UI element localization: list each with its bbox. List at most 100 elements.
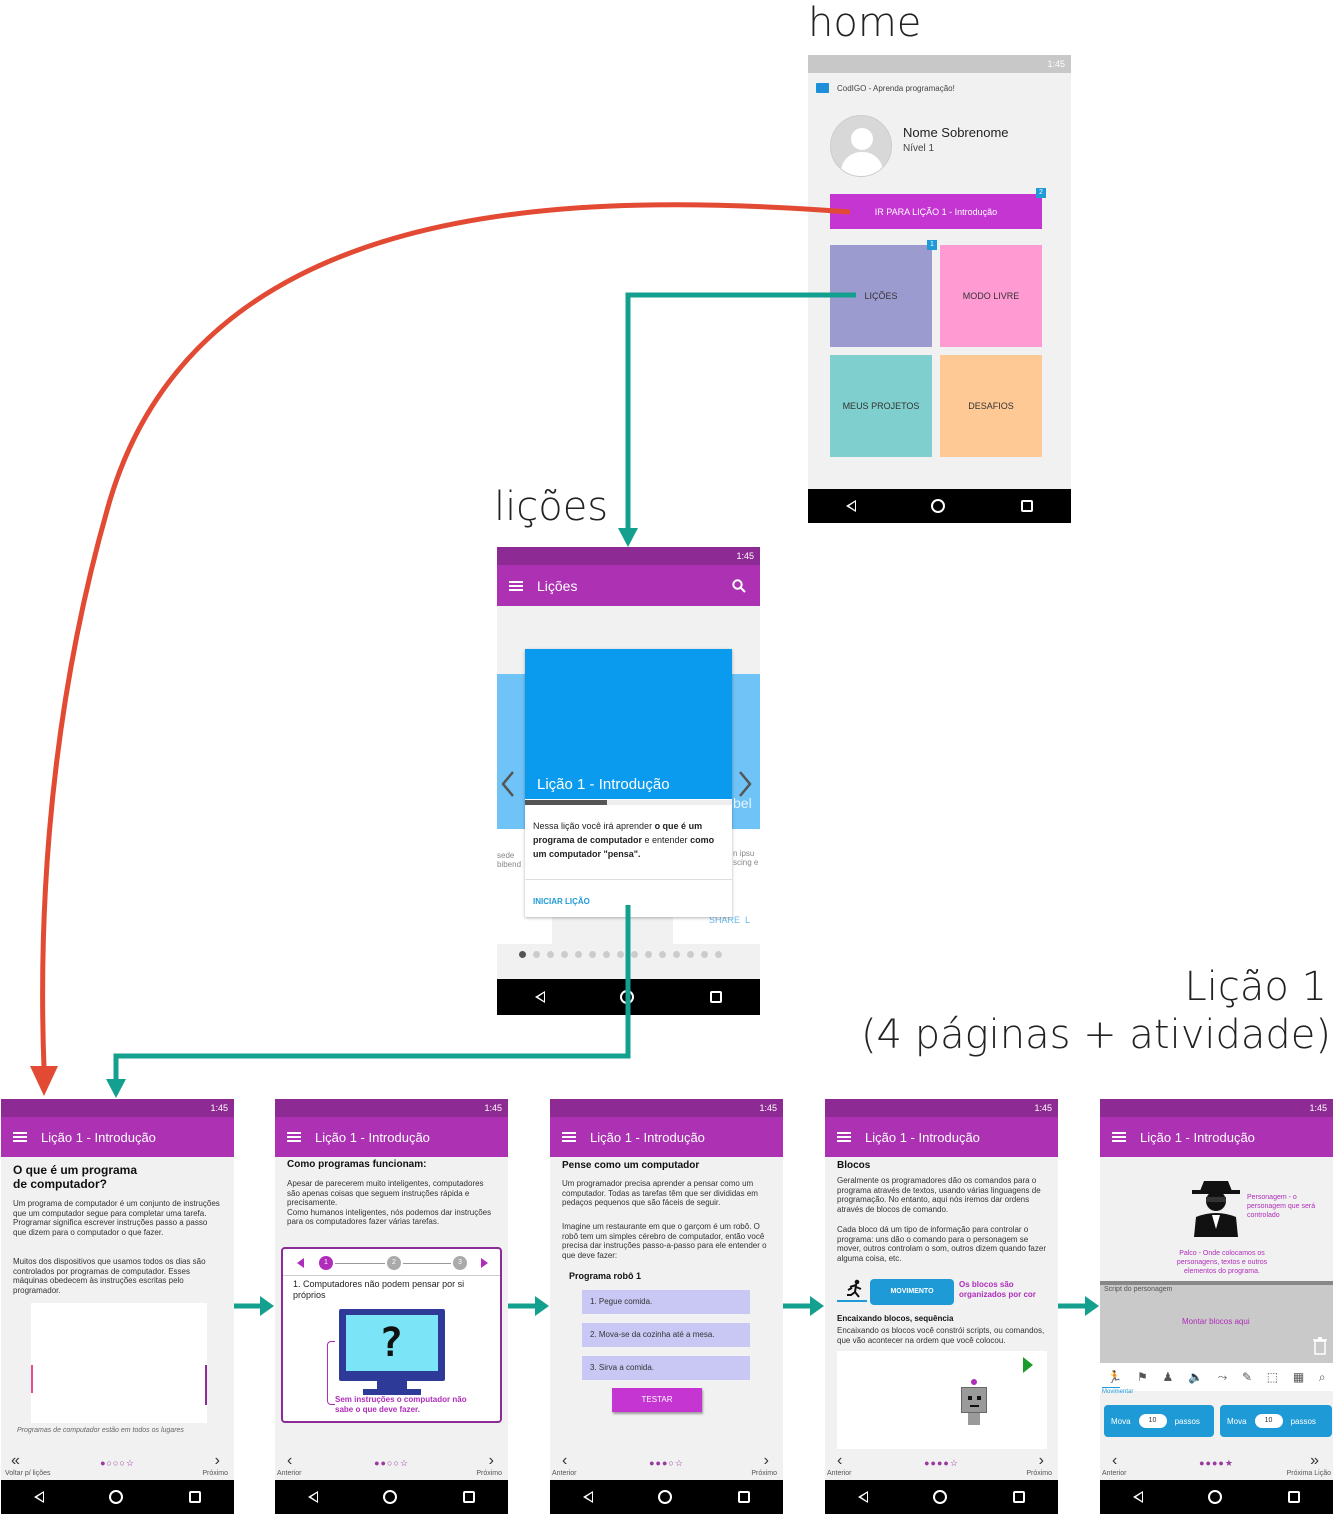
back-icon[interactable] <box>33 1491 44 1503</box>
chevron-left-icon[interactable]: ‹ <box>837 1452 843 1469</box>
double-chevron-right-icon[interactable]: » <box>1310 1452 1319 1469</box>
recents-icon[interactable] <box>189 1491 202 1503</box>
back-icon[interactable] <box>857 1491 868 1503</box>
carousel-dots[interactable] <box>519 951 722 958</box>
branch-category-icon[interactable]: ⤳ <box>1217 1369 1228 1384</box>
recents-icon[interactable] <box>738 1491 751 1503</box>
recents-icon[interactable] <box>463 1491 476 1503</box>
previous-link[interactable]: Anterior <box>1102 1470 1127 1477</box>
chevron-left-icon[interactable]: ‹ <box>287 1452 293 1469</box>
program-step-3[interactable]: 3. Sirva a comida. <box>582 1356 750 1380</box>
menu-icon[interactable] <box>837 1132 851 1142</box>
person-category-icon[interactable]: ♟ <box>1162 1370 1174 1384</box>
step-1[interactable]: 1 <box>319 1256 333 1270</box>
teal-arrowhead-1 <box>618 528 638 547</box>
next-link[interactable]: Próximo <box>751 1470 777 1477</box>
program-step-1[interactable]: 1. Pegue comida. <box>582 1290 750 1314</box>
search-icon[interactable] <box>732 578 746 593</box>
back-to-lessons-link[interactable]: Voltar p/ lições <box>5 1470 51 1477</box>
home-icon[interactable] <box>1208 1490 1223 1504</box>
recents-icon[interactable] <box>710 991 723 1003</box>
chevron-right-icon[interactable]: › <box>1038 1452 1044 1469</box>
movement-category-icon[interactable]: 🏃 <box>1107 1370 1123 1384</box>
previous-link[interactable]: Anterior <box>277 1470 302 1477</box>
avatar-body <box>841 152 883 176</box>
teal-flow-arrow-1 <box>625 292 856 530</box>
previous-link[interactable]: Anterior <box>827 1470 852 1477</box>
heading-licao1: Lição 1 <box>1184 964 1327 1010</box>
pen-category-icon[interactable]: ✎ <box>1242 1370 1253 1384</box>
home-icon[interactable] <box>931 499 946 513</box>
menu-icon[interactable] <box>287 1132 301 1142</box>
next-link[interactable]: Próximo <box>476 1470 502 1477</box>
recents-icon[interactable] <box>1288 1491 1301 1503</box>
search-category-icon[interactable]: ⌕ <box>1318 1369 1326 1384</box>
move-block-1[interactable]: Mova 10 passos <box>1104 1405 1214 1437</box>
home-icon[interactable] <box>658 1490 673 1504</box>
menu-icon[interactable] <box>1112 1132 1126 1142</box>
status-bar: 1:45 <box>808 55 1071 73</box>
stepper-prev-icon[interactable] <box>297 1258 304 1268</box>
menu-icon[interactable] <box>13 1132 27 1142</box>
sound-category-icon[interactable]: 🔈 <box>1188 1370 1203 1384</box>
carousel-next-icon[interactable] <box>737 769 753 799</box>
back-icon[interactable] <box>534 991 545 1003</box>
page-dots: ●●●●★ <box>1199 1458 1234 1468</box>
back-icon[interactable] <box>582 1491 593 1503</box>
tile-desafios[interactable]: DESAFIOS <box>940 355 1042 457</box>
teal-arrowhead-2 <box>106 1079 126 1098</box>
stepper-next-icon[interactable] <box>481 1258 488 1268</box>
go-to-lesson-button[interactable]: IR PARA LIÇÃO 1 - Introdução <box>830 194 1042 229</box>
step-2[interactable]: 2 <box>387 1256 401 1270</box>
tile-modo-livre[interactable]: MODO LIVRE <box>940 245 1042 347</box>
back-icon[interactable] <box>1132 1491 1143 1503</box>
menu-icon[interactable] <box>509 580 523 591</box>
next-link[interactable]: Próximo <box>202 1470 228 1477</box>
recents-icon[interactable] <box>1021 500 1034 512</box>
program-step-2[interactable]: 2. Mova-se da cozinha até a mesa. <box>582 1323 750 1347</box>
spy-character-icon[interactable] <box>1188 1177 1244 1237</box>
avatar[interactable] <box>830 115 892 177</box>
android-navbar <box>825 1480 1058 1514</box>
back-icon[interactable] <box>307 1491 318 1503</box>
flag-category-icon[interactable]: ⚑ <box>1137 1370 1148 1384</box>
chevron-right-icon[interactable]: › <box>214 1452 220 1469</box>
move-block-2[interactable]: Mova 10 passos <box>1220 1405 1332 1437</box>
share-link[interactable]: SHARE L <box>709 915 751 925</box>
section-title: Encaixando blocos, sequência <box>837 1314 954 1323</box>
prev-card-peek[interactable] <box>497 674 527 829</box>
next-card-peek[interactable] <box>730 674 760 829</box>
box-category-icon[interactable]: ⬚ <box>1266 1370 1279 1384</box>
home-icon[interactable] <box>109 1490 124 1504</box>
movement-block[interactable]: MOVIMENTO <box>870 1279 954 1305</box>
carousel-prev-icon[interactable] <box>500 769 516 799</box>
chevron-right-icon[interactable]: › <box>488 1452 494 1469</box>
menu-icon[interactable] <box>562 1132 576 1142</box>
user-level: Nível 1 <box>903 143 935 154</box>
previous-link[interactable]: Anterior <box>552 1470 577 1477</box>
trash-icon[interactable] <box>1313 1337 1327 1355</box>
tile-meus-projetos[interactable]: MEUS PROJETOS <box>830 355 932 457</box>
test-button[interactable]: TESTAR <box>612 1388 702 1412</box>
steps-input[interactable]: 10 <box>1254 1414 1283 1428</box>
grid-category-icon[interactable]: ▦ <box>1292 1370 1305 1384</box>
home-icon[interactable] <box>383 1490 398 1504</box>
chevron-left-icon[interactable]: ‹ <box>562 1452 568 1469</box>
step-3[interactable]: 3 <box>453 1256 467 1270</box>
back-icon[interactable] <box>845 500 856 512</box>
next-link[interactable]: Próximo <box>1026 1470 1052 1477</box>
recents-icon[interactable] <box>1013 1491 1026 1503</box>
chevron-left-icon[interactable]: ‹ <box>1112 1452 1118 1469</box>
android-navbar <box>1 1480 234 1514</box>
heading-home: home <box>808 0 922 46</box>
home-icon[interactable] <box>933 1490 948 1504</box>
next-lesson-link[interactable]: Próxima Lição <box>1286 1470 1331 1477</box>
chevron-right-icon[interactable]: › <box>763 1452 769 1469</box>
start-lesson-button[interactable]: INICIAR LIÇÃO <box>533 897 590 906</box>
double-chevron-left-icon[interactable]: « <box>11 1452 20 1469</box>
lesson-card[interactable]: Lição 1 - Introdução Nessa lição você ir… <box>525 649 732 917</box>
steps-input[interactable]: 10 <box>1138 1414 1167 1428</box>
script-area[interactable]: Script do personagem Montar blocos aqui <box>1100 1285 1333 1363</box>
play-icon[interactable] <box>1023 1357 1033 1373</box>
